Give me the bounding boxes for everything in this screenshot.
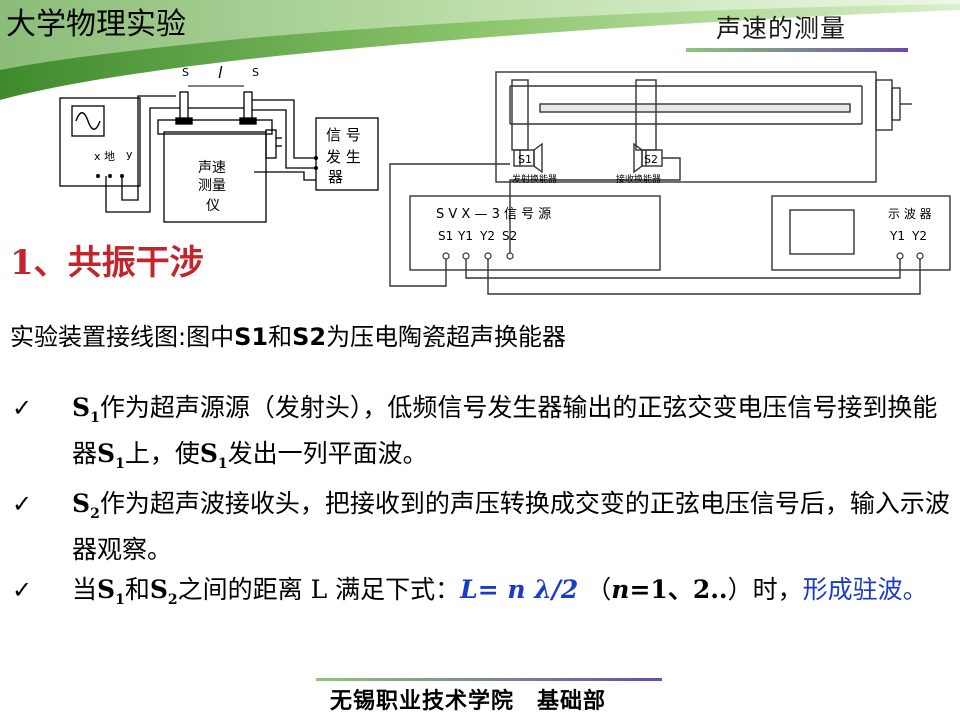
s2-subscript: 2 xyxy=(90,506,100,522)
scope-ground-label: 地 xyxy=(104,150,115,163)
s2-subscript: 2 xyxy=(167,592,178,608)
bullet-list: ✓S1作为超声源源（发射头），低频信号发生器输出的正弦交变电压信号接到换能器S1… xyxy=(10,390,950,622)
source-port-s1: S1 xyxy=(438,229,453,243)
header-banner xyxy=(0,0,960,100)
section-heading: 1、共振干涉 xyxy=(10,243,204,283)
n-variable: n xyxy=(611,575,630,604)
scope-port-y2: Y2 xyxy=(911,229,927,243)
s2-symbol: S xyxy=(149,575,168,604)
instrument-label-3: 仪 xyxy=(206,198,220,214)
signal-gen-label-3: 器 xyxy=(328,168,343,186)
signal-gen-label-2: 发 生 xyxy=(326,148,361,166)
s1-caption: 发射换能器 xyxy=(512,173,557,185)
standing-wave-formula: L= n λ/2 xyxy=(460,575,579,604)
footer-institution: 无锡职业技术学院 基础部 xyxy=(330,688,607,714)
s2-label: S2 xyxy=(644,153,658,166)
s1-symbol: S xyxy=(97,439,116,468)
n-range: =1、2.. xyxy=(629,575,728,604)
instrument-label-2: 测量 xyxy=(198,178,226,194)
bullet-text: 当 xyxy=(72,575,98,604)
s1-symbol: S xyxy=(199,439,218,468)
caption-and: 和 xyxy=(268,323,293,351)
bullet-text: 发出一列平面波。 xyxy=(227,439,428,468)
source-port-y1: Y1 xyxy=(457,229,473,243)
bullet-text: 上，使 xyxy=(124,439,200,468)
list-item: ✓ S2作为超声波接收头，把接收到的声压转换成交变的正弦电压信号后，输入示波器观察… xyxy=(10,486,950,568)
source-title: S V X — 3 信 号 源 xyxy=(436,207,551,222)
s1-subscript: 1 xyxy=(115,456,125,472)
caption-suffix: 为压电陶瓷超声换能器 xyxy=(326,323,567,351)
bullet-text: 作为超声源源（发射头），低频信号发生器输出的正弦交变电压信号接到换能器 xyxy=(72,393,938,468)
bullet-text: 作为超声波接收头，把接收到的声压转换成交变的正弦电压信号后，输入示波器观察。 xyxy=(72,489,950,564)
s1-subscript: 1 xyxy=(90,410,100,426)
standing-wave-result: 形成驻波。 xyxy=(802,575,928,604)
bullet-text: ）时， xyxy=(727,575,803,604)
label-l: l xyxy=(218,63,223,82)
s1-subscript: 1 xyxy=(115,592,125,608)
bullet-text: （ xyxy=(586,575,612,604)
caption-s2: S2 xyxy=(292,323,327,351)
left-wiring-diagram: S l S x 地 y 声速 测量 仪 信 号 发 生 器 xyxy=(59,63,379,223)
diagram-caption: 实验装置接线图:图中S1和S2为压电陶瓷超声换能器 xyxy=(10,322,566,352)
topic-underline xyxy=(686,48,908,52)
list-item: ✓S1作为超声源源（发射头），低频信号发生器输出的正弦交变电压信号接到换能器S1… xyxy=(10,390,950,482)
label-s-left: S xyxy=(182,66,189,79)
checkmark-icon: ✓ xyxy=(12,490,33,518)
topic-title: 声速的测量 xyxy=(716,14,847,43)
s1-label: S1 xyxy=(518,153,532,166)
scope-port-y1: Y1 xyxy=(889,229,905,243)
right-apparatus-diagram: S1 S2 发射换能器 接收换能器 S V X — 3 信 号 源 S1 Y1 … xyxy=(389,71,951,295)
scope-x-label: x xyxy=(94,150,101,163)
bullet-text: 之间的距离 L 满足下式： xyxy=(177,575,461,604)
list-item: ✓当S1和S2之间的距离 L 满足下式：L= n λ/2 （n=1、2..）时，… xyxy=(10,572,950,618)
s1-symbol: S xyxy=(72,393,91,422)
s1-subscript: 1 xyxy=(217,456,228,472)
checkmark-icon: ✓ xyxy=(12,576,33,604)
instrument-label-1: 声速 xyxy=(198,160,226,176)
caption-s1: S1 xyxy=(234,323,269,351)
signal-gen-label-1: 信 号 xyxy=(326,126,361,144)
checkmark-icon: ✓ xyxy=(12,394,33,422)
s2-caption: 接收换能器 xyxy=(616,173,661,185)
s1-symbol: S xyxy=(97,575,116,604)
scope-title: 示 波 器 xyxy=(888,207,932,221)
caption-prefix: 实验装置接线图:图中 xyxy=(10,323,235,351)
course-title: 大学物理实验 xyxy=(6,7,186,42)
s2-symbol: S xyxy=(72,489,91,518)
bullet-text: 和 xyxy=(124,575,150,604)
source-port-y2: Y2 xyxy=(479,229,495,243)
footer-rule xyxy=(316,678,662,681)
scope-y-label: y xyxy=(126,148,133,161)
label-s-right: S xyxy=(252,66,259,79)
source-port-s2: S2 xyxy=(502,229,517,243)
